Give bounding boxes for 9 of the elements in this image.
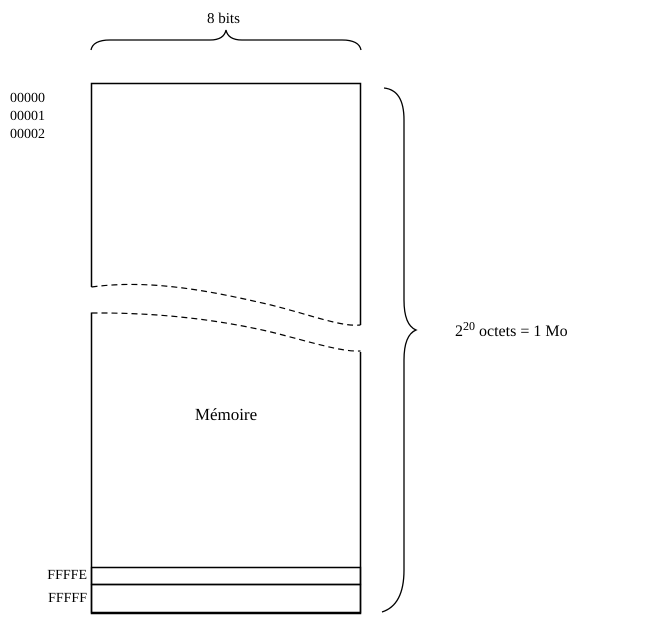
- width-label: 8 bits: [207, 10, 240, 29]
- address-label: FFFFE: [47, 568, 87, 582]
- address-label: 00000: [10, 92, 45, 106]
- size-label: 2$^{20}$ octets = 1 Mo: [455, 320, 568, 342]
- address-label: 00002: [10, 128, 45, 142]
- block-label: Mémoire: [194, 404, 258, 426]
- address-label: 00001: [10, 110, 45, 124]
- memory-block: [91, 83, 361, 328]
- address-label: FFFFF: [48, 592, 87, 606]
